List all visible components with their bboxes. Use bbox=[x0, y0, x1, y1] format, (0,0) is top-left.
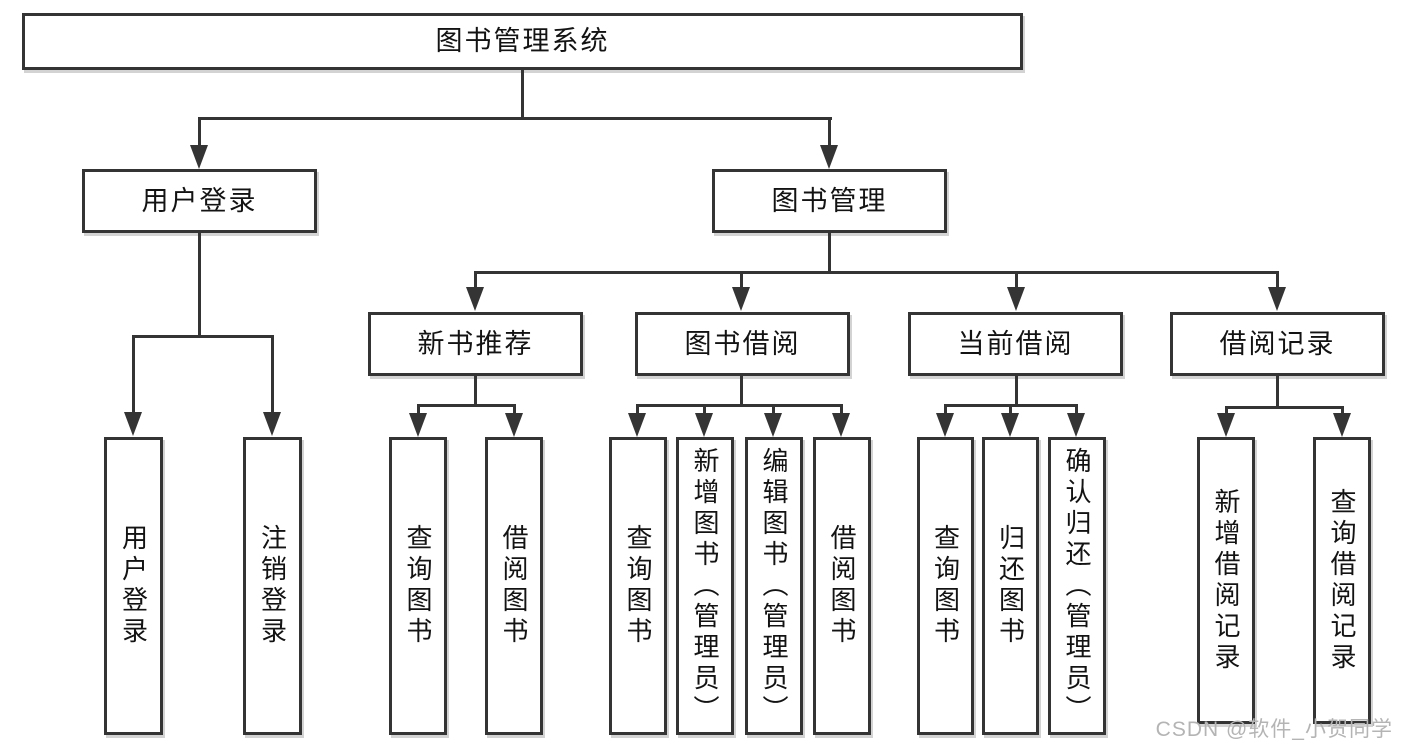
node-leaf-cb-return-book-label: 归还图书 bbox=[995, 524, 1026, 648]
node-leaf-bb-borrow-book-label: 借阅图书 bbox=[827, 524, 857, 648]
connector-nbr-drop-1 bbox=[417, 404, 420, 416]
arrowhead-br-leaf-2 bbox=[1333, 413, 1351, 437]
connector-bb-drop-3 bbox=[772, 404, 775, 416]
node-new-book-recommend-label: 新书推荐 bbox=[417, 328, 534, 359]
connector-book-mgmt-drop-4 bbox=[1276, 271, 1279, 291]
arrowhead-cb-leaf-1 bbox=[936, 413, 954, 437]
connector-bb-stem bbox=[740, 376, 743, 407]
csdn-watermark: CSDN @软件_小贺同学 bbox=[1155, 718, 1393, 741]
connector-cb-drop-3 bbox=[1075, 404, 1078, 416]
node-book-management-branch-label: 图书管理 bbox=[771, 185, 888, 216]
node-borrow-record-label: 借阅记录 bbox=[1219, 328, 1336, 359]
connector-bb-drop-4 bbox=[840, 404, 843, 416]
node-leaf-cb-confirm-return-admin-label: 确认归还（管理员） bbox=[1062, 446, 1092, 726]
arrowhead-to-book-management bbox=[820, 145, 838, 169]
connector-nbr-drop-2 bbox=[513, 404, 516, 416]
arrowhead-cb-leaf-3 bbox=[1067, 413, 1085, 437]
arrowhead-to-current-borrow bbox=[1007, 287, 1025, 311]
arrowhead-to-borrow-record bbox=[1268, 287, 1286, 311]
connector-root-drop-right bbox=[828, 117, 831, 149]
arrowhead-to-book-borrow bbox=[732, 287, 750, 311]
connector-br-stem bbox=[1276, 376, 1279, 409]
node-leaf-user-login-label: 用户登录 bbox=[118, 524, 149, 648]
arrowhead-to-new-book-recommend bbox=[466, 287, 484, 311]
connector-bb-crossbar bbox=[636, 404, 843, 407]
connector-book-mgmt-drop-1 bbox=[474, 271, 477, 291]
node-current-borrow-label: 当前借阅 bbox=[957, 328, 1074, 359]
connector-br-drop-2 bbox=[1341, 406, 1344, 416]
connector-nbr-stem bbox=[474, 376, 477, 407]
node-root-library-system: 图书管理系统 bbox=[22, 13, 1023, 70]
connector-cb-stem bbox=[1015, 376, 1018, 407]
connector-br-drop-1 bbox=[1225, 406, 1228, 416]
node-leaf-bb-edit-book-admin-label: 编辑图书（管理员） bbox=[759, 446, 789, 726]
arrowhead-br-leaf-1 bbox=[1217, 413, 1235, 437]
node-leaf-cb-query-book: 查询图书 bbox=[917, 437, 974, 735]
node-leaf-nbr-query-book: 查询图书 bbox=[389, 437, 447, 735]
connector-root-stem bbox=[521, 70, 524, 118]
arrowhead-to-user-login bbox=[190, 145, 208, 169]
node-leaf-bb-add-book-admin: 新增图书（管理员） bbox=[676, 437, 734, 735]
node-borrow-record: 借阅记录 bbox=[1170, 312, 1385, 376]
arrowhead-cb-leaf-2 bbox=[1001, 413, 1019, 437]
connector-book-mgmt-drop-3 bbox=[1015, 271, 1018, 291]
connector-root-drop-left bbox=[198, 117, 201, 149]
arrowhead-to-leaf-logout bbox=[263, 412, 281, 436]
arrowhead-nbr-leaf-2 bbox=[505, 413, 523, 437]
node-leaf-cb-confirm-return-admin: 确认归还（管理员） bbox=[1048, 437, 1106, 735]
node-leaf-br-add-record-label: 新增借阅记录 bbox=[1211, 487, 1241, 674]
arrowhead-bb-leaf-4 bbox=[832, 413, 850, 437]
connector-user-login-stem bbox=[198, 233, 201, 337]
arrowhead-nbr-leaf-1 bbox=[409, 413, 427, 437]
node-leaf-br-query-record-label: 查询借阅记录 bbox=[1327, 487, 1357, 674]
node-leaf-cb-return-book: 归还图书 bbox=[982, 437, 1039, 735]
connector-book-mgmt-drop-2 bbox=[740, 271, 743, 291]
connector-root-crossbar bbox=[198, 117, 832, 120]
node-leaf-user-login: 用户登录 bbox=[104, 437, 163, 735]
node-leaf-logout-label: 注销登录 bbox=[257, 524, 288, 648]
node-leaf-nbr-query-book-label: 查询图书 bbox=[403, 524, 433, 648]
node-root-label: 图书管理系统 bbox=[435, 26, 610, 56]
node-leaf-bb-query-book-label: 查询图书 bbox=[623, 524, 653, 648]
connector-book-mgmt-crossbar bbox=[474, 271, 1279, 274]
connector-user-login-crossbar bbox=[132, 335, 274, 338]
node-leaf-bb-borrow-book: 借阅图书 bbox=[813, 437, 871, 735]
connector-nbr-crossbar bbox=[417, 404, 516, 407]
arrowhead-bb-leaf-2 bbox=[695, 413, 713, 437]
connector-cb-drop-2 bbox=[1009, 404, 1012, 416]
node-leaf-nbr-borrow-book-label: 借阅图书 bbox=[499, 524, 529, 648]
connector-br-crossbar bbox=[1225, 406, 1344, 409]
node-leaf-nbr-borrow-book: 借阅图书 bbox=[485, 437, 543, 735]
node-leaf-br-query-record: 查询借阅记录 bbox=[1313, 437, 1371, 724]
connector-user-login-drop-1 bbox=[132, 335, 135, 415]
node-user-login-branch: 用户登录 bbox=[82, 169, 317, 233]
connector-bb-drop-1 bbox=[636, 404, 639, 416]
arrowhead-to-leaf-login bbox=[124, 412, 142, 436]
node-leaf-logout: 注销登录 bbox=[243, 437, 302, 735]
connector-bb-drop-2 bbox=[703, 404, 706, 416]
connector-book-mgmt-stem bbox=[828, 233, 831, 274]
node-leaf-bb-edit-book-admin: 编辑图书（管理员） bbox=[745, 437, 803, 735]
node-book-borrow-label: 图书借阅 bbox=[684, 328, 801, 359]
node-user-login-branch-label: 用户登录 bbox=[141, 185, 258, 216]
arrowhead-bb-leaf-1 bbox=[628, 413, 646, 437]
node-leaf-bb-query-book: 查询图书 bbox=[609, 437, 667, 735]
node-leaf-cb-query-book-label: 查询图书 bbox=[930, 524, 961, 648]
arrowhead-bb-leaf-3 bbox=[764, 413, 782, 437]
node-new-book-recommend: 新书推荐 bbox=[368, 312, 583, 376]
node-book-management-branch: 图书管理 bbox=[712, 169, 947, 233]
node-leaf-br-add-record: 新增借阅记录 bbox=[1197, 437, 1255, 724]
connector-cb-drop-1 bbox=[944, 404, 947, 416]
node-current-borrow: 当前借阅 bbox=[908, 312, 1123, 376]
node-leaf-bb-add-book-admin-label: 新增图书（管理员） bbox=[690, 446, 720, 726]
connector-user-login-drop-2 bbox=[271, 335, 274, 415]
node-book-borrow: 图书借阅 bbox=[635, 312, 850, 376]
